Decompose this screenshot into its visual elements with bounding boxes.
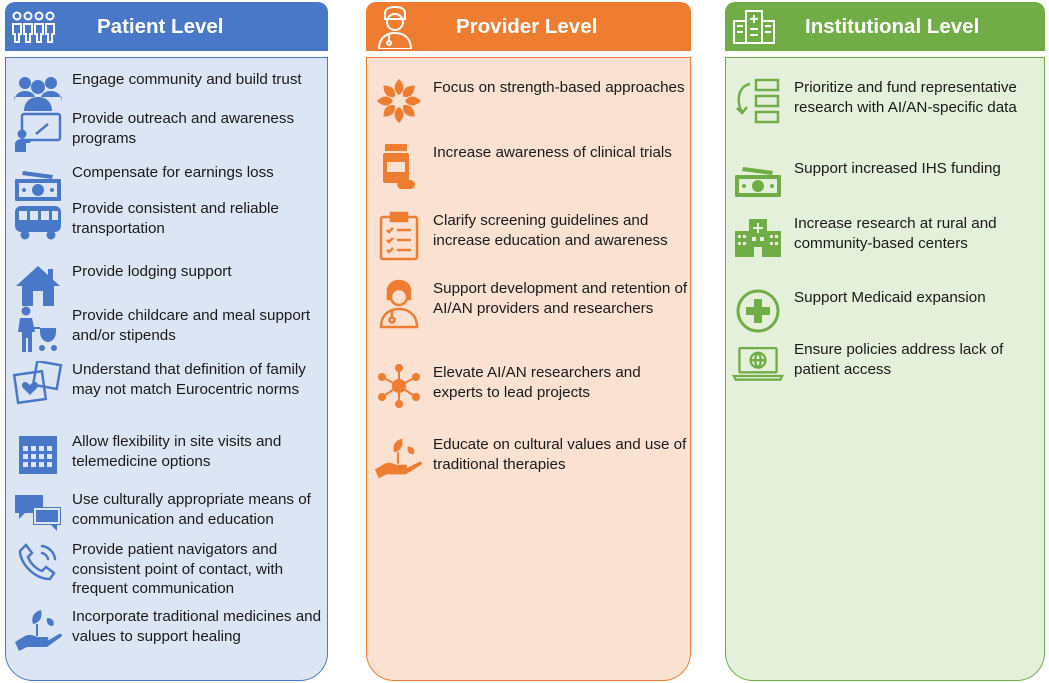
priority-list-icon xyxy=(732,78,784,124)
list-item: Increase awareness of clinical trials xyxy=(367,143,691,189)
money-icon xyxy=(732,159,784,205)
hand-plant-icon xyxy=(12,607,64,653)
list-item-text: Incorporate traditional medicines and va… xyxy=(72,608,322,645)
list-item: Provide outreach and awareness programs xyxy=(6,109,322,152)
provider-level-panel: Focus on strength-based approaches Incre… xyxy=(366,57,691,681)
chat-bubbles-icon xyxy=(12,490,64,536)
clipboard-icon xyxy=(373,211,425,261)
list-item-text: Support development and retention of AI/… xyxy=(433,280,688,317)
hospital-icon xyxy=(732,214,784,260)
list-item: Clarify screening guidelines and increas… xyxy=(367,211,691,261)
parent-stroller-icon xyxy=(12,306,64,352)
list-item-text: Clarify screening guidelines and increas… xyxy=(433,212,668,249)
list-item-text: Educate on cultural values and use of tr… xyxy=(433,436,687,473)
presentation-icon xyxy=(12,109,64,155)
list-item: Understand that definition of family may… xyxy=(6,360,322,405)
list-item: Provide lodging support xyxy=(6,262,322,306)
patient-level-header: Patient Level xyxy=(5,2,328,51)
family-icon xyxy=(11,7,57,47)
list-item: Educate on cultural values and use of tr… xyxy=(367,435,691,479)
provider-level-title: Provider Level xyxy=(456,14,598,38)
hand-plant-icon xyxy=(373,435,425,481)
list-item-text: Increase research at rural and community… xyxy=(794,215,997,252)
list-item-text: Focus on strength-based approaches xyxy=(433,79,685,96)
list-item-text: Provide outreach and awareness programs xyxy=(72,110,295,147)
list-item: Provide childcare and meal support and/o… xyxy=(6,306,322,352)
list-item: Support development and retention of AI/… xyxy=(367,279,691,329)
phone-icon xyxy=(12,540,64,586)
list-item: Ensure policies address lack of patient … xyxy=(726,340,1039,381)
provider-level-header: Provider Level xyxy=(366,2,691,51)
list-item: Engage community and build trust xyxy=(6,70,322,111)
list-item-text: Allow flexibility in site visits and tel… xyxy=(72,433,282,470)
list-item-text: Ensure policies address lack of patient … xyxy=(794,341,1004,378)
list-item: Provide consistent and reliable transpor… xyxy=(6,199,322,240)
house-icon xyxy=(12,262,64,308)
calendar-icon xyxy=(12,432,64,478)
list-item-text: Increase awareness of clinical trials xyxy=(433,144,672,161)
list-item: Support Medicaid expansion xyxy=(726,288,1039,333)
list-item-text: Support Medicaid expansion xyxy=(794,289,986,306)
list-item-text: Support increased IHS funding xyxy=(794,160,1001,177)
list-item: Compensate for earnings loss xyxy=(6,163,322,201)
list-item: Increase research at rural and community… xyxy=(726,214,1039,257)
list-item-text: Prioritize and fund representative resea… xyxy=(794,79,1017,116)
patient-level-title: Patient Level xyxy=(97,14,224,38)
institutional-level-header: Institutional Level xyxy=(725,2,1045,51)
doctor-icon xyxy=(373,279,425,329)
medical-cross-icon xyxy=(732,288,784,334)
patient-level-panel: Engage community and build trust Provide… xyxy=(5,57,328,681)
list-item: Incorporate traditional medicines and va… xyxy=(6,607,322,651)
list-item-text: Compensate for earnings loss xyxy=(72,164,274,181)
list-item-text: Provide patient navigators and consisten… xyxy=(72,541,284,598)
list-item-text: Provide consistent and reliable transpor… xyxy=(72,200,279,237)
family-photos-icon xyxy=(12,360,64,406)
list-item: Allow flexibility in site visits and tel… xyxy=(6,432,322,474)
list-item-text: Elevate AI/AN researchers and experts to… xyxy=(433,364,641,401)
list-item-text: Engage community and build trust xyxy=(72,71,302,88)
network-icon xyxy=(373,363,425,409)
list-item: Support increased IHS funding xyxy=(726,159,1039,197)
list-item-text: Provide childcare and meal support and/o… xyxy=(72,307,311,344)
list-item: Prioritize and fund representative resea… xyxy=(726,78,1039,124)
list-item-text: Use culturally appropriate means of comm… xyxy=(72,491,311,528)
flower-icon xyxy=(373,78,425,124)
nurse-icon xyxy=(372,5,418,49)
list-item-text: Understand that definition of family may… xyxy=(72,361,306,398)
money-icon xyxy=(12,163,64,209)
list-item: Focus on strength-based approaches xyxy=(367,78,691,123)
pill-bottle-icon xyxy=(373,143,425,189)
institutional-level-panel: Prioritize and fund representative resea… xyxy=(725,57,1045,681)
bus-icon xyxy=(12,199,64,245)
list-item: Elevate AI/AN researchers and experts to… xyxy=(367,363,691,408)
community-icon xyxy=(12,70,64,116)
institutional-level-title: Institutional Level xyxy=(805,14,980,38)
laptop-globe-icon xyxy=(732,340,784,386)
hospital-building-icon xyxy=(731,7,777,47)
list-item-text: Provide lodging support xyxy=(72,263,232,280)
list-item: Provide patient navigators and consisten… xyxy=(6,540,322,599)
list-item: Use culturally appropriate means of comm… xyxy=(6,490,322,531)
